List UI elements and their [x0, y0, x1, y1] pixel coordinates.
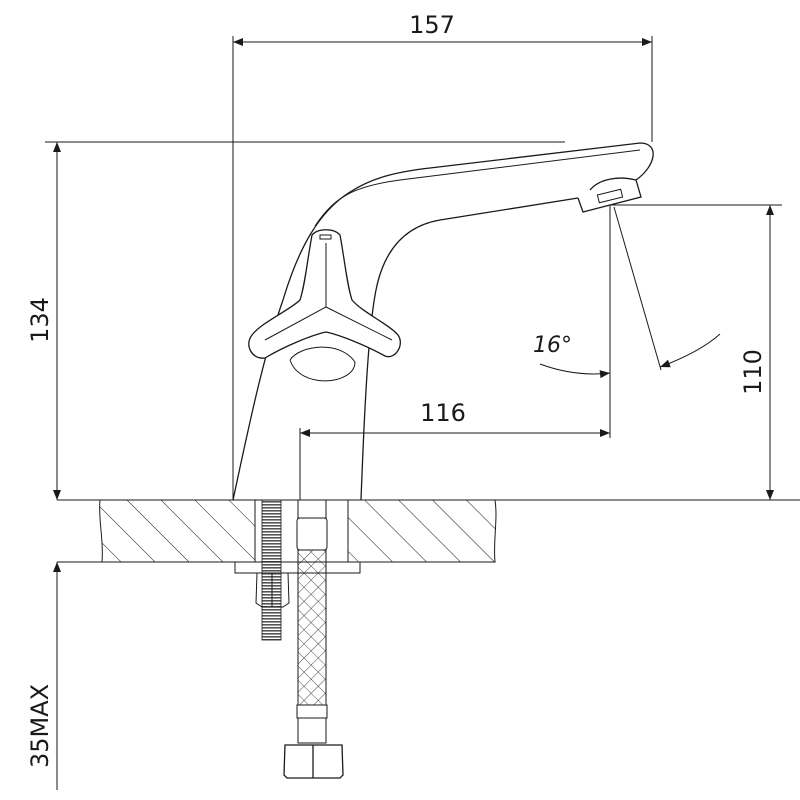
- dimension-overall-length: 157: [232, 11, 653, 500]
- dimension-label-134: 134: [26, 297, 54, 343]
- flexible-hose: [283, 499, 344, 779]
- dimension-spray-angle: 16°: [533, 206, 721, 379]
- dimension-label-116: 116: [420, 399, 466, 427]
- dimension-label-16-degrees: 16°: [533, 333, 572, 358]
- dimension-label-35max: 35MAX: [26, 684, 54, 768]
- countertop-section: [57, 499, 800, 563]
- dimension-label-157: 157: [409, 11, 455, 39]
- faucet-body: [232, 142, 654, 501]
- faucet-handle: [248, 229, 401, 382]
- dimension-spout-height: 110: [610, 204, 782, 500]
- dimension-spout-reach: 116: [299, 205, 611, 500]
- dimension-overall-height: 134: [26, 141, 565, 500]
- dimension-max-thickness: 35MAX: [26, 562, 62, 790]
- dimension-label-110: 110: [739, 349, 767, 395]
